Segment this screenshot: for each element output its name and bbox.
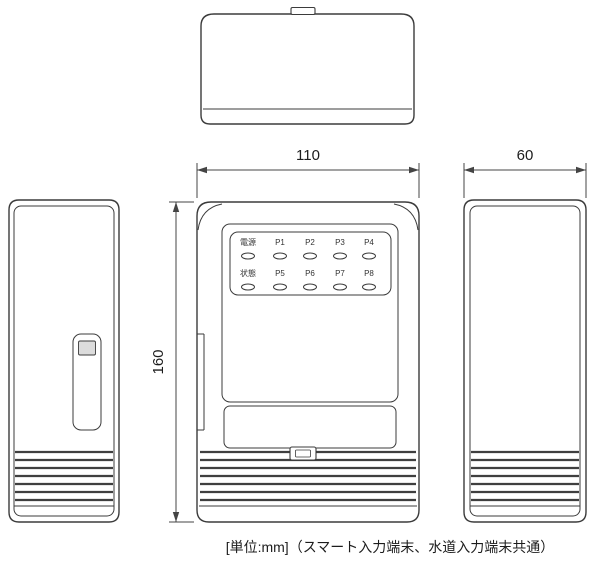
front-view-outline: [196, 201, 420, 523]
led-p8: [362, 283, 376, 291]
arrow-bottom: [172, 512, 180, 522]
mounting-tab: [290, 6, 316, 16]
side-latch-lever: [72, 333, 102, 431]
side-latch-button: [78, 340, 96, 356]
right-side-inner-seam: [469, 205, 581, 517]
led-status: [241, 283, 255, 291]
right-side-outline: [463, 199, 587, 523]
front-corner-seam-left: [197, 203, 223, 231]
width-dimension-label: 110: [296, 147, 320, 164]
led-p6: [303, 283, 317, 291]
left-side-vent-louvers: [15, 450, 113, 502]
led-label-p1: P1: [275, 238, 285, 247]
right-side-vent-louvers: [471, 450, 579, 502]
left-side-inner-seam: [13, 205, 115, 517]
front-clip-tab-inner: [295, 449, 311, 458]
led-indicator-group: [229, 231, 392, 296]
led-label-p7: P7: [335, 269, 345, 278]
depth-extension-lines: [463, 163, 587, 198]
top-view: [200, 6, 415, 125]
led-p4: [362, 252, 376, 260]
led-label-p3: P3: [335, 238, 345, 247]
arrow-left: [197, 166, 207, 174]
left-side-outline: [8, 199, 120, 523]
top-view-outline: [200, 13, 415, 125]
front-corner-seam-right: [393, 203, 419, 231]
led-label-p6: P6: [305, 269, 315, 278]
led-label-status: 状態: [240, 268, 256, 278]
arrow-right: [576, 166, 586, 174]
led-p1: [273, 252, 287, 260]
width-extension-lines: [196, 163, 420, 198]
led-row-1: 電源 P1 P2 P3 P4: [240, 238, 376, 260]
led-power: [241, 252, 255, 260]
right-side-view: [463, 199, 587, 523]
led-label-p4: P4: [364, 238, 374, 247]
front-panel-face: [221, 223, 399, 403]
led-label-p2: P2: [305, 238, 315, 247]
led-p7: [333, 283, 347, 291]
led-label-power: 電源: [240, 238, 256, 247]
led-label-p5: P5: [275, 269, 285, 278]
arrow-right: [409, 166, 419, 174]
led-p5: [273, 283, 287, 291]
height-dimension-label: 160: [150, 349, 167, 374]
depth-dimension: 60: [463, 147, 587, 198]
led-row-2: 状態 P5 P6 P7 P8: [240, 268, 376, 291]
led-label-p8: P8: [364, 269, 374, 278]
led-p2: [303, 252, 317, 260]
height-extension-lines: [169, 201, 194, 523]
arrow-top: [172, 202, 180, 212]
front-view: 電源 P1 P2 P3 P4 状態 P5 P6 P7 P8: [196, 201, 420, 523]
led-p3: [333, 252, 347, 260]
arrow-left: [464, 166, 474, 174]
width-dimension: 110: [196, 147, 420, 198]
front-lower-cover: [223, 405, 397, 449]
unit-note: [単位:mm]（スマート入力端末、水道入力端末共通）: [226, 539, 555, 555]
depth-dimension-label: 60: [517, 147, 534, 164]
left-side-view: [8, 199, 120, 523]
height-dimension: 160: [150, 201, 194, 523]
front-left-latch-seam: [197, 333, 205, 431]
